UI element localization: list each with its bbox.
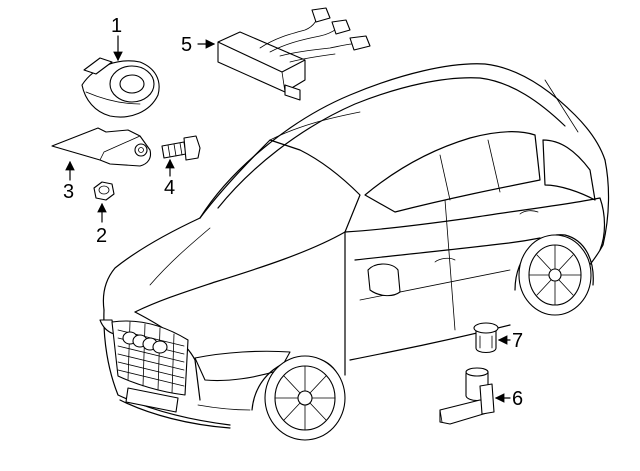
part-control-module xyxy=(217,7,371,101)
brand-rings xyxy=(122,331,168,354)
part-sensor xyxy=(439,367,495,425)
part-nut xyxy=(93,181,115,201)
vehicle-illustration xyxy=(99,63,610,441)
callout-5: 5 xyxy=(181,34,192,56)
callout-2: 2 xyxy=(96,225,107,247)
callout-1: 1 xyxy=(111,15,122,37)
part-clip xyxy=(473,322,499,354)
callout-labels: 1 2 3 4 5 6 7 xyxy=(63,15,523,410)
rear-wheel xyxy=(514,234,594,316)
callout-3: 3 xyxy=(63,181,74,203)
callout-4: 4 xyxy=(164,177,175,199)
part-bracket xyxy=(51,127,152,167)
front-wheel xyxy=(251,355,346,441)
callout-7: 7 xyxy=(512,330,523,352)
part-horn xyxy=(81,57,160,118)
callout-6: 6 xyxy=(512,388,523,410)
part-bolt xyxy=(161,135,201,161)
leader-lines xyxy=(65,35,511,403)
